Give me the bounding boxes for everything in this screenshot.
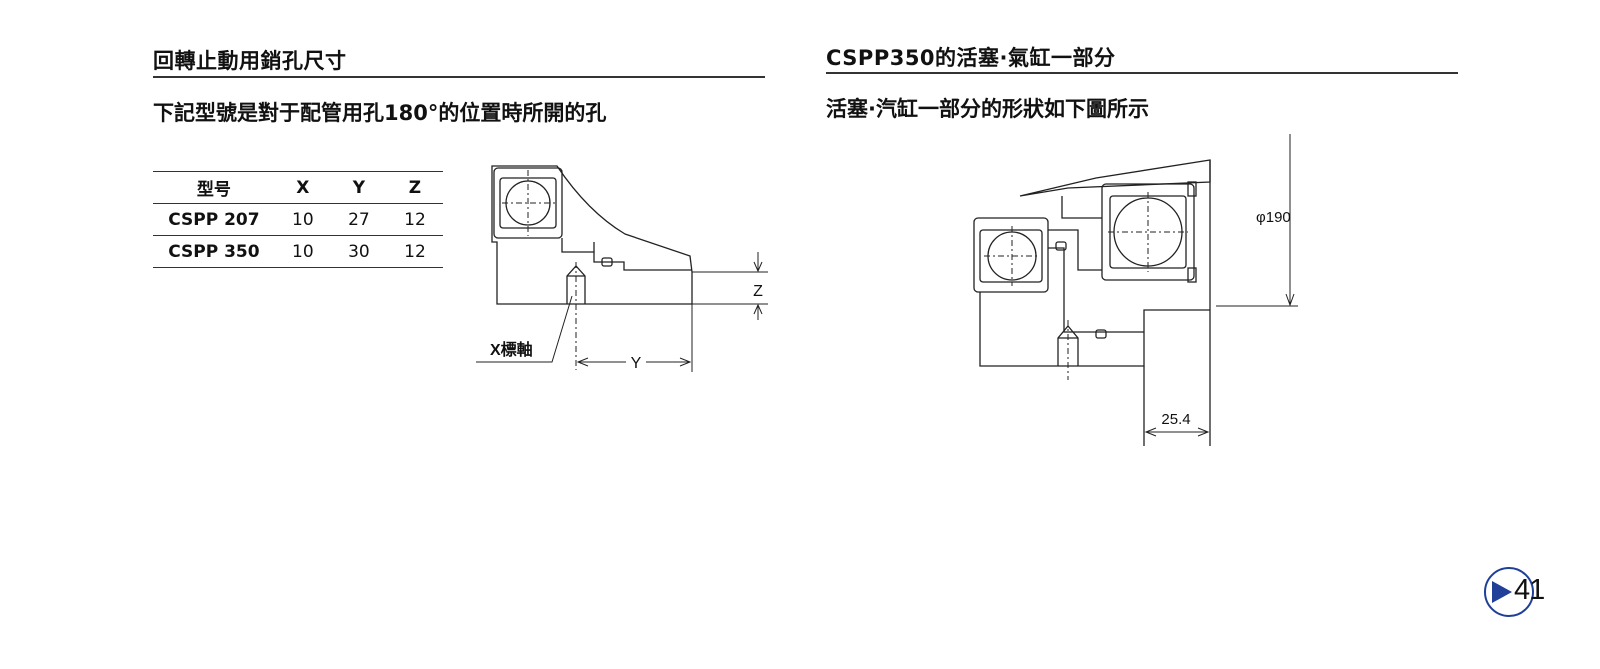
right-section-subtitle: 活塞·汽缸一部分的形狀如下圖所示 — [826, 97, 1149, 121]
table-header-model: 型号 — [196, 180, 231, 200]
table-header-y: Y — [352, 177, 366, 198]
left-section-title: 回轉止動用銷孔尺寸 — [153, 49, 347, 73]
table-cell-model: CSPP 207 — [168, 209, 260, 230]
diameter-label: φ190 — [1256, 209, 1291, 226]
z-dimension-label: Z — [753, 283, 763, 300]
table-cell-z: 12 — [404, 241, 426, 262]
left-title-rule — [153, 76, 765, 78]
table-header-x: X — [296, 177, 310, 198]
y-dimension-label: Y — [631, 355, 642, 372]
table-header-row: 型号 X Y Z — [153, 171, 443, 204]
right-section-title: CSPP350的活塞·氣缸一部分 — [826, 46, 1116, 70]
table-cell-y: 30 — [348, 241, 370, 262]
table-cell-model: CSPP 350 — [168, 241, 260, 262]
page-badge-icon — [1484, 567, 1534, 617]
table-header-z: Z — [408, 177, 422, 198]
table-cell-z: 12 — [404, 209, 426, 230]
page-number: 41 — [1514, 574, 1545, 606]
width-label: 25.4 — [1161, 411, 1190, 428]
table-cell-x: 10 — [292, 209, 314, 230]
table-row: CSPP 207 10 27 12 — [153, 204, 443, 236]
x-axis-label: X標軸 — [490, 340, 533, 359]
table-row: CSPP 350 10 30 12 — [153, 236, 443, 268]
right-title-rule — [826, 72, 1458, 74]
left-section-subtitle: 下記型號是對于配管用孔180°的位置時所開的孔 — [153, 101, 607, 125]
table-cell-x: 10 — [292, 241, 314, 262]
pin-hole-dimension-table: 型号 X Y Z CSPP 207 10 27 12 CSPP 350 10 3… — [153, 171, 443, 268]
table-cell-y: 27 — [348, 209, 370, 230]
